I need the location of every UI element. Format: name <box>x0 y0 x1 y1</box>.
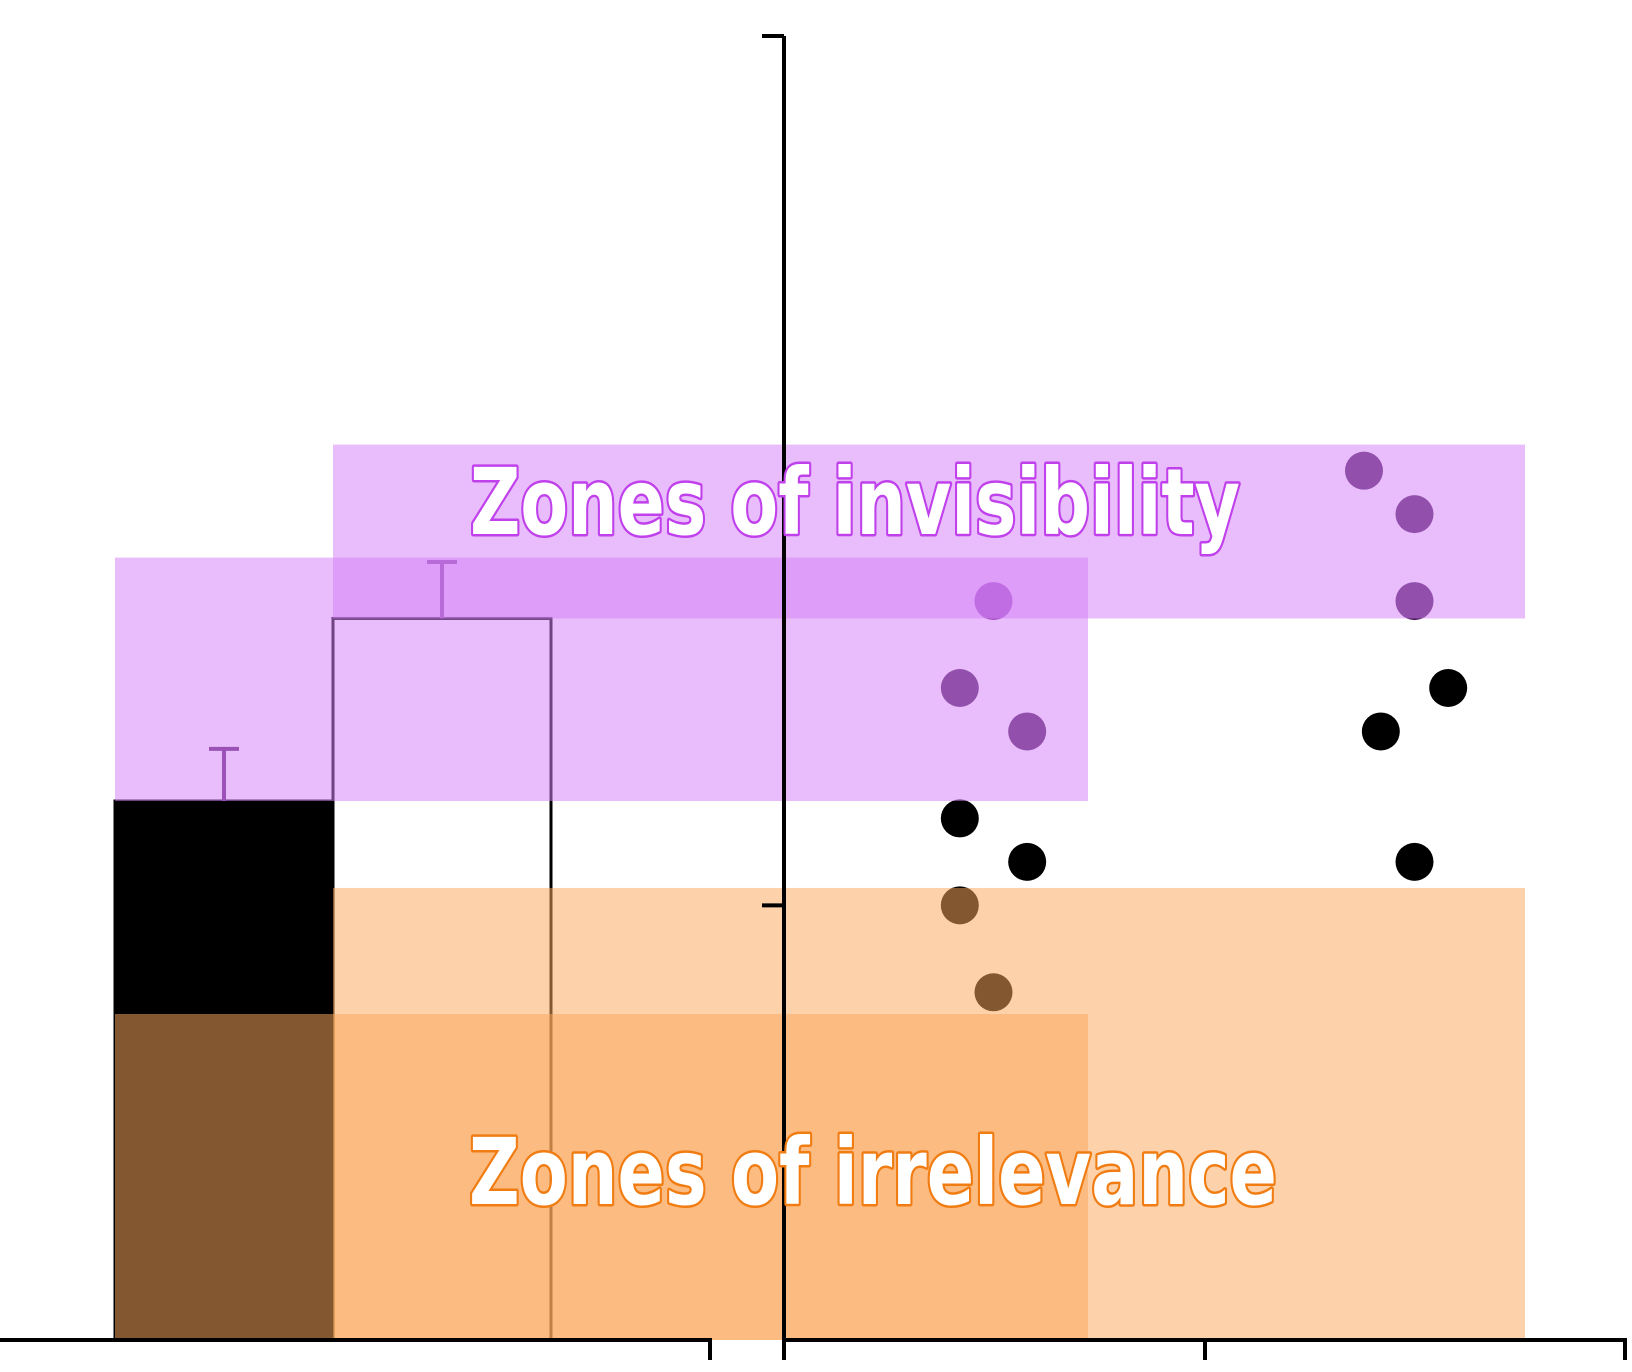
axes <box>0 34 1627 1360</box>
irrelevance-zone-2 <box>333 887 1525 1340</box>
invisibility-zone-2 <box>333 444 1525 619</box>
scatter-point <box>1008 842 1047 881</box>
scatter-point <box>940 799 979 838</box>
zone-labels: Zones of invisibility Zones of irrelevan… <box>467 447 1280 1229</box>
scatter-point <box>1361 712 1400 751</box>
zones-of-irrelevance-label: Zones of irrelevance <box>469 1119 1277 1226</box>
zones-overlay <box>115 444 1525 1340</box>
zones-of-invisibility-label: Zones of invisibility <box>470 449 1240 556</box>
scatter-point <box>1429 669 1468 707</box>
scatter-point <box>1395 842 1434 881</box>
